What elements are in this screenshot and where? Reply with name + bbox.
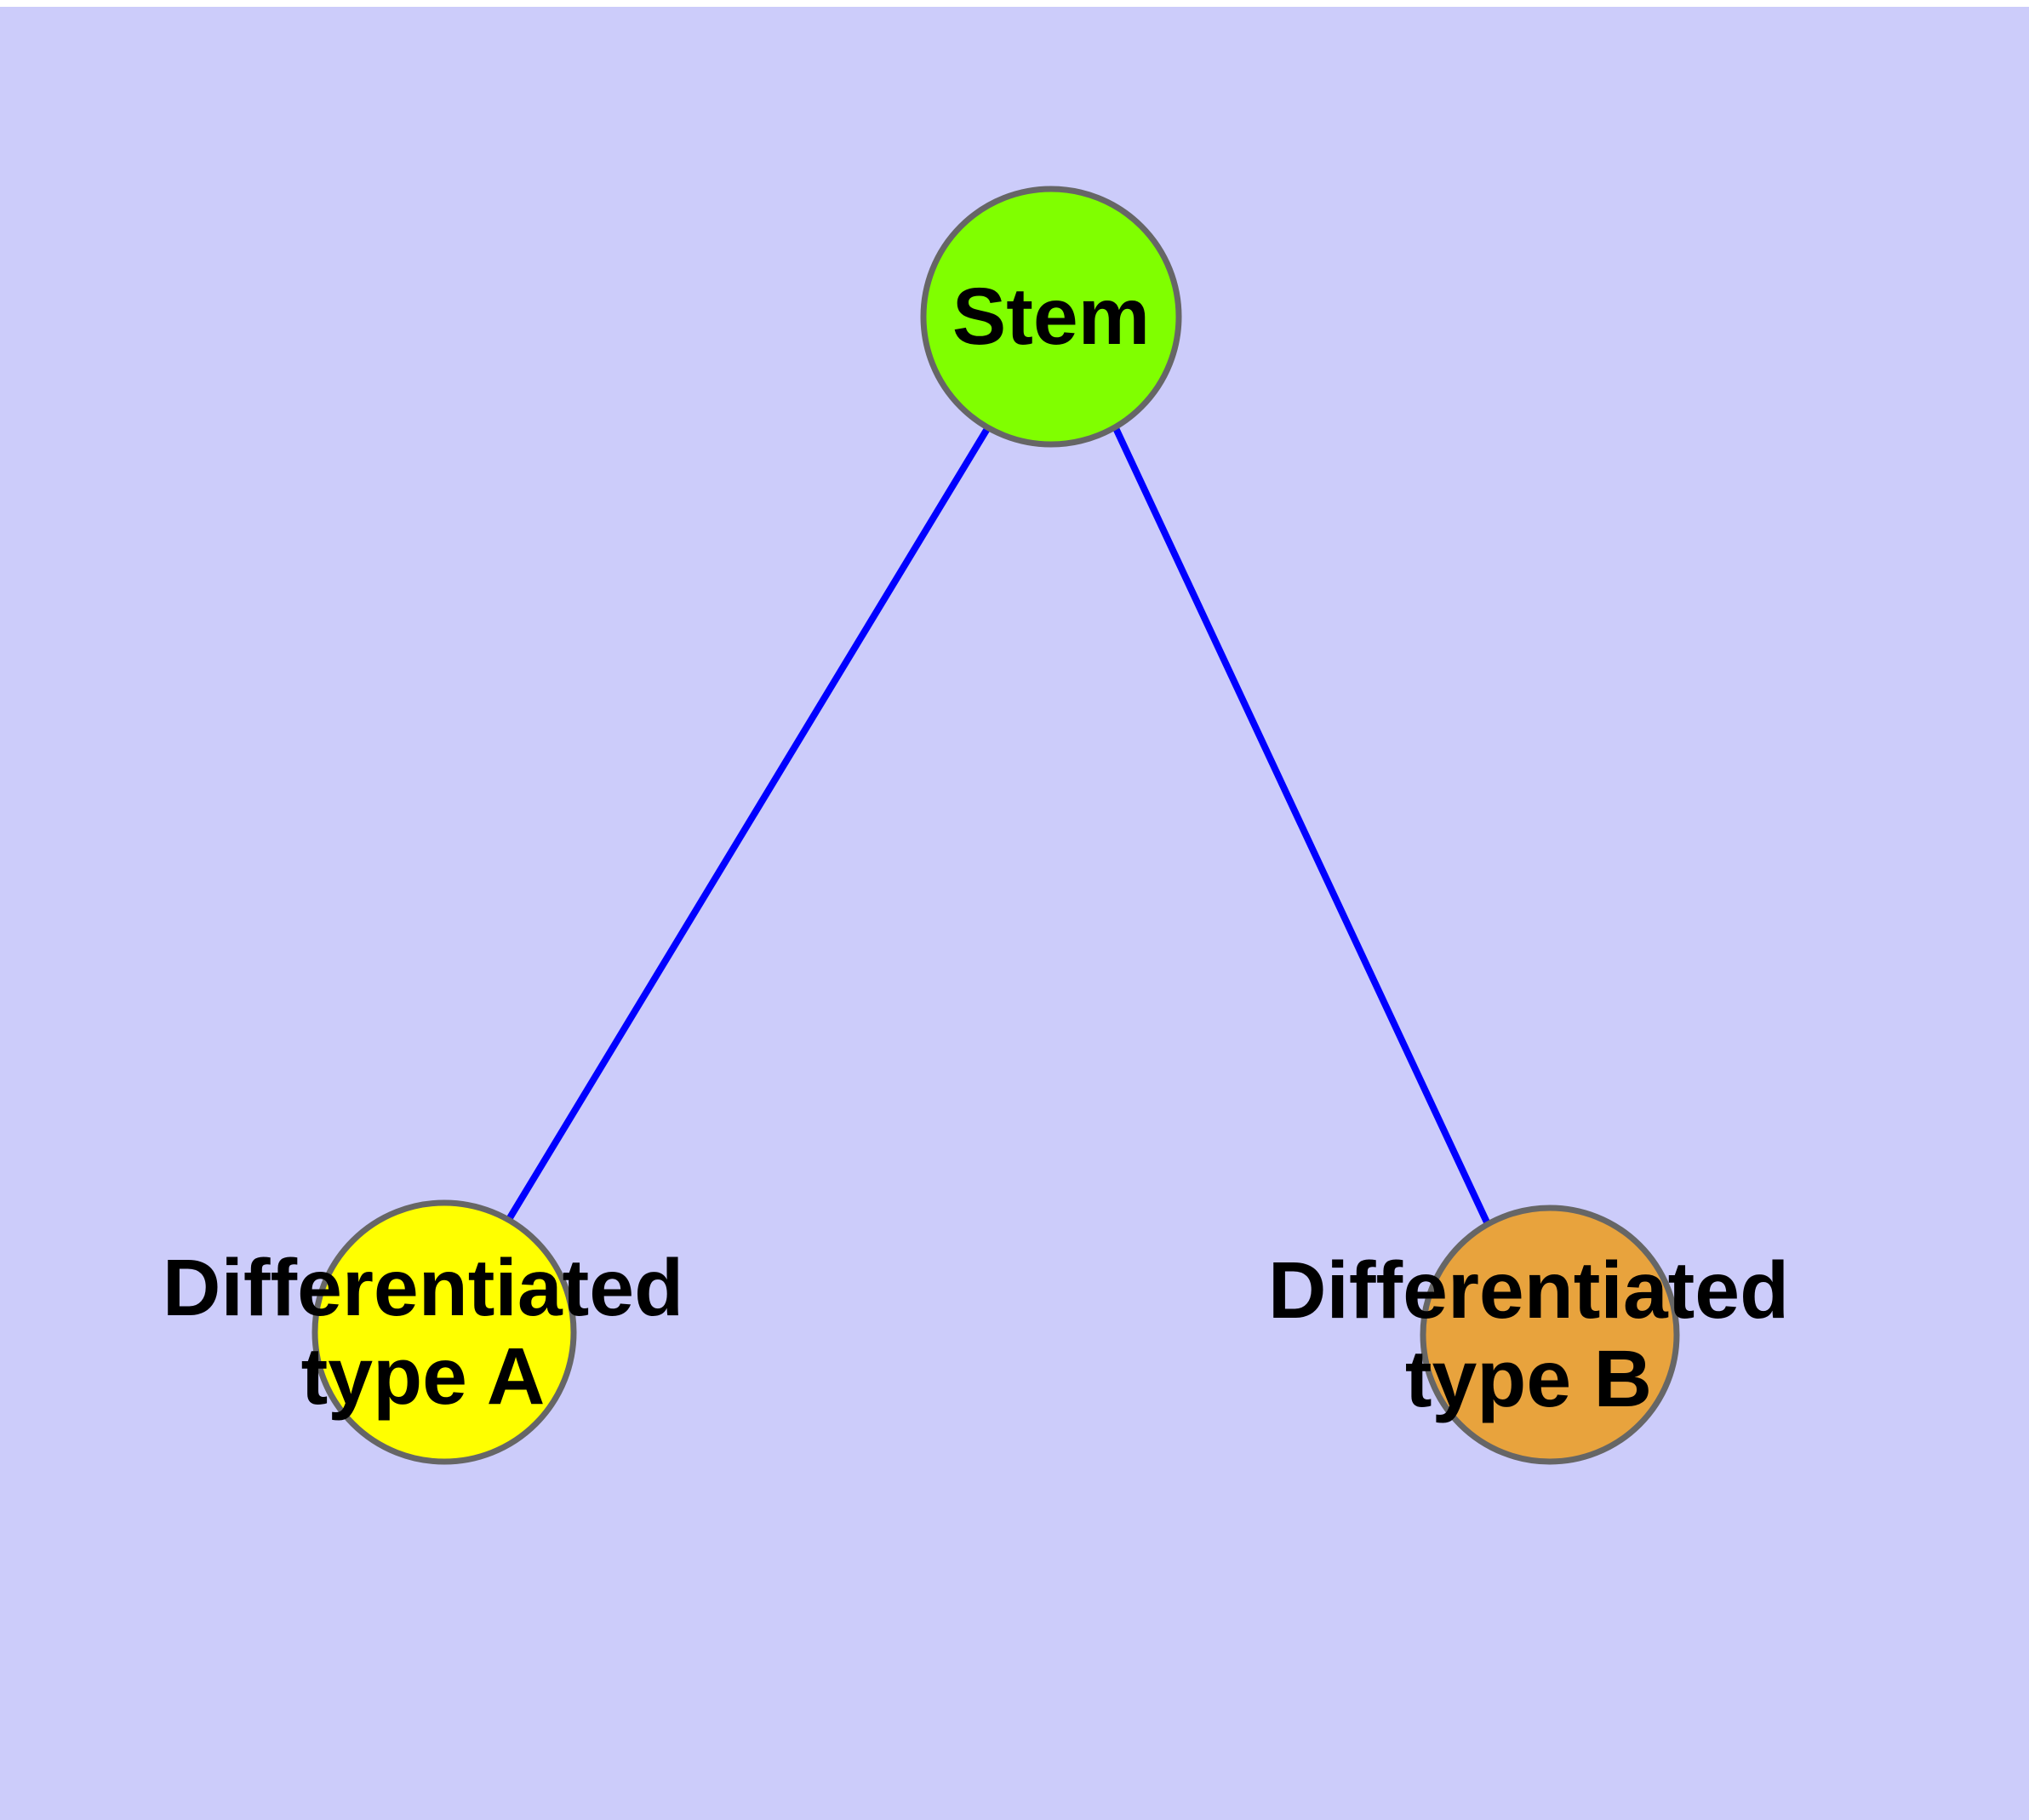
label-line: type A [301,1331,546,1422]
nodes-layer [311,186,1680,1465]
graph-node-stem[interactable] [920,186,1182,448]
graph-node-diff_b[interactable] [1420,1205,1680,1465]
label-line: Differentiated [163,1243,683,1333]
label-line: Stem [952,272,1150,362]
graph-node-diff_a[interactable] [311,1199,577,1465]
graph-edge-stem-to-diff-a [505,425,992,1223]
graph-edge-stem-to-diff-b [1112,426,1491,1226]
edges-layer [505,425,1491,1226]
label-line: Differentiated [1268,1245,1789,1336]
graph-node-label-stem: Stem [952,272,1150,362]
label-line: type B [1405,1334,1652,1424]
